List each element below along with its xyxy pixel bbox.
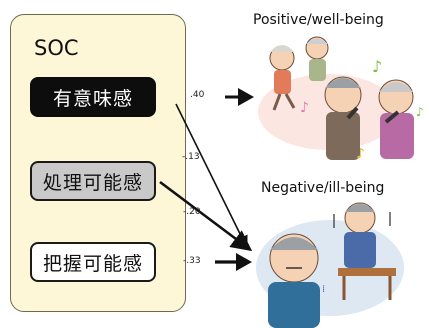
table [338, 268, 396, 276]
component-box-manageability: 処理可能感 [30, 161, 156, 201]
dancing-man-figure [305, 36, 329, 81]
arrowhead-grasp-negative [236, 253, 252, 271]
negative-outcome-heading: Negative/ill-being [261, 180, 385, 196]
coef-meaning-negative: -.13 [182, 152, 200, 162]
dancing-woman-figure [269, 45, 296, 111]
gloom-icon: ⁞ [322, 284, 325, 295]
music-note-icon: ♪ [416, 105, 424, 119]
music-note-icon: ♪ [300, 100, 309, 116]
coef-grasp-negative: -.33 [183, 256, 201, 266]
coef-meaning-positive: .40 [190, 90, 205, 100]
component-box-meaningfulness: 有意味感 [30, 77, 156, 117]
sad-man-at-table-figure [344, 202, 376, 268]
music-note-icon: ♪ [356, 146, 365, 162]
positive-bg-blob [258, 74, 398, 150]
sad-man-figure [268, 233, 320, 328]
microphone [346, 106, 359, 120]
singing-woman-figure [378, 79, 414, 159]
positive-outcome-heading: Positive/well-being [253, 12, 384, 28]
component-box-comprehensibility: 把握可能感 [30, 242, 156, 282]
arrowhead-meaning-positive [238, 88, 254, 106]
soc-title: SOC [34, 36, 79, 60]
arrow-meaning-negative [175, 103, 248, 249]
coef-handling-negative: -.20 [183, 207, 201, 217]
arrow-handling-negative [159, 180, 253, 252]
singing-man-figure [324, 76, 362, 160]
music-note-icon: ♪ [372, 57, 382, 76]
